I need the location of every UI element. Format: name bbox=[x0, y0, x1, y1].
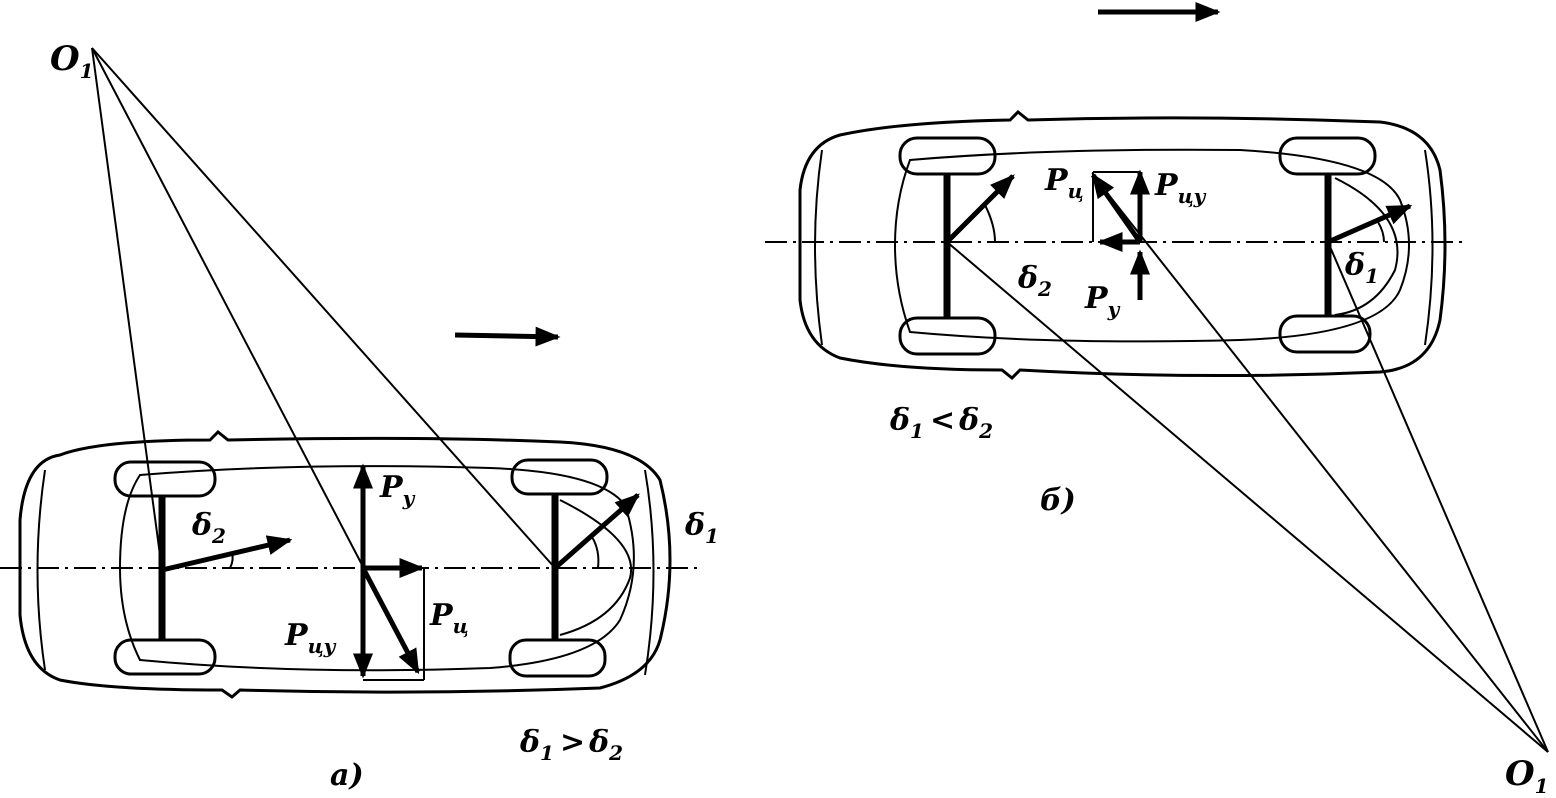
rear-velocity-arrow-b bbox=[945, 174, 1015, 244]
force-pc-arrow-b bbox=[1090, 172, 1143, 244]
delta1-label-b: δ1 bbox=[1344, 248, 1379, 288]
delta1-arc-a bbox=[591, 536, 600, 569]
delta2-arc-a bbox=[229, 552, 234, 569]
force-pc-label-a: Pц bbox=[429, 598, 469, 638]
wheel-rear-bottom-a bbox=[113, 638, 217, 676]
wheel-front-top-b bbox=[1278, 136, 1377, 176]
delta1-arc-b bbox=[1377, 221, 1385, 243]
front-bumper-b bbox=[1424, 149, 1434, 346]
car-cabin-outline-a bbox=[118, 465, 635, 672]
force-pc-arrow-a bbox=[360, 566, 421, 675]
caption-b: б) bbox=[1040, 483, 1076, 518]
caption-a: a) bbox=[330, 758, 364, 793]
rear-velocity-arrow-a bbox=[161, 535, 293, 573]
force-pcy-label-a: Pцy bbox=[284, 618, 337, 658]
diagram-b: O1 δ1 δ2 Pц Pцy Py δ1<δ2 б) bbox=[765, 2, 1549, 798]
wheel-front-bottom-b bbox=[1278, 314, 1372, 354]
wheel-rear-top-a bbox=[113, 460, 217, 498]
ray-o1-front-a bbox=[91, 47, 556, 569]
ray-o1-rear-a bbox=[91, 47, 163, 571]
front-velocity-arrow-a bbox=[553, 493, 640, 570]
relation-label-a: δ1>δ2 bbox=[519, 725, 623, 765]
ray-o1-front-b bbox=[1327, 241, 1549, 753]
force-py-label-b: Py bbox=[1084, 281, 1121, 321]
pole-label-a: O1 bbox=[50, 39, 94, 83]
ray-o1-rear-b bbox=[946, 241, 1549, 753]
travel-direction-arrow-a bbox=[454, 326, 561, 347]
wheel-front-top-a bbox=[510, 458, 609, 496]
rear-bumper-a bbox=[36, 469, 46, 671]
front-turn-curve-b bbox=[1334, 177, 1399, 316]
diagram-a: O1 δ2 δ1 Py Pцy Pц δ1>δ2 a) bbox=[0, 39, 719, 793]
car-body-outline-b bbox=[798, 109, 1447, 381]
relation-label-b: δ1<δ2 bbox=[889, 403, 993, 443]
front-turn-curve-a bbox=[559, 499, 633, 636]
delta2-arc-b bbox=[984, 204, 996, 243]
rear-bumper-b bbox=[814, 149, 823, 346]
delta2-label-a: δ2 bbox=[191, 508, 226, 548]
front-velocity-arrow-b bbox=[1326, 203, 1413, 245]
force-pc-label-b: Pц bbox=[1044, 163, 1084, 203]
ray-o1-cg-b bbox=[1092, 174, 1549, 753]
pole-label-b: O1 bbox=[1505, 754, 1549, 798]
delta1-label-a: δ1 bbox=[684, 508, 719, 548]
force-py-label-a: Py bbox=[379, 470, 416, 510]
front-bumper-a bbox=[644, 469, 655, 676]
delta2-label-b: δ2 bbox=[1017, 261, 1052, 301]
force-pcy-label-b: Pцy bbox=[1154, 168, 1207, 208]
car-cabin-outline-b bbox=[893, 148, 1410, 343]
